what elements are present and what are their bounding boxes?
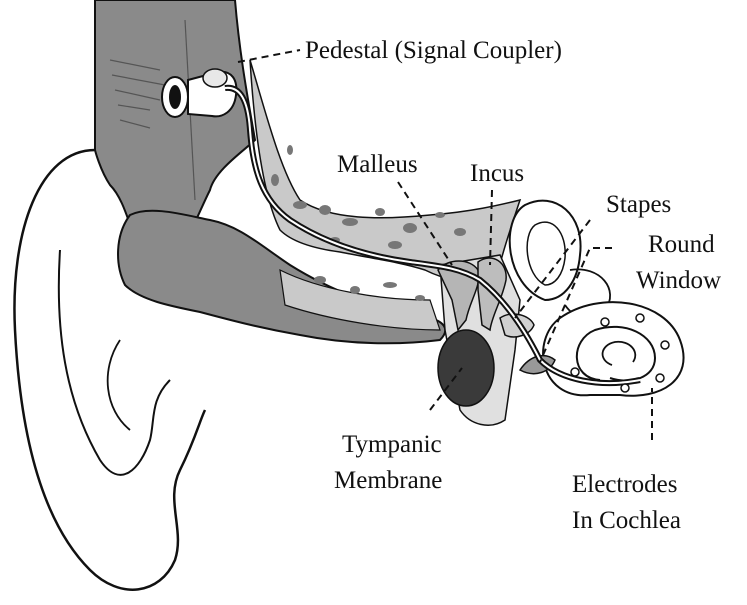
tympanic-label-line1: Tympanic [342,431,442,458]
incus-label: Incus [470,160,524,187]
tympanic-membrane-shape [438,330,494,406]
round-window-label-line2: Window [636,267,721,294]
pedestal-device [162,69,236,117]
round-window-label-line1: Round [648,231,715,258]
tympanic-label-line2: Membrane [334,467,442,494]
malleus-label: Malleus [337,151,418,178]
pedestal-leader [238,50,300,62]
stapes-label: Stapes [606,191,671,218]
pedestal-label: Pedestal (Signal Coupler) [305,37,562,64]
electrodes-label-line1: Electrodes [572,471,678,498]
electrodes-label-line2: In Cochlea [572,507,681,534]
